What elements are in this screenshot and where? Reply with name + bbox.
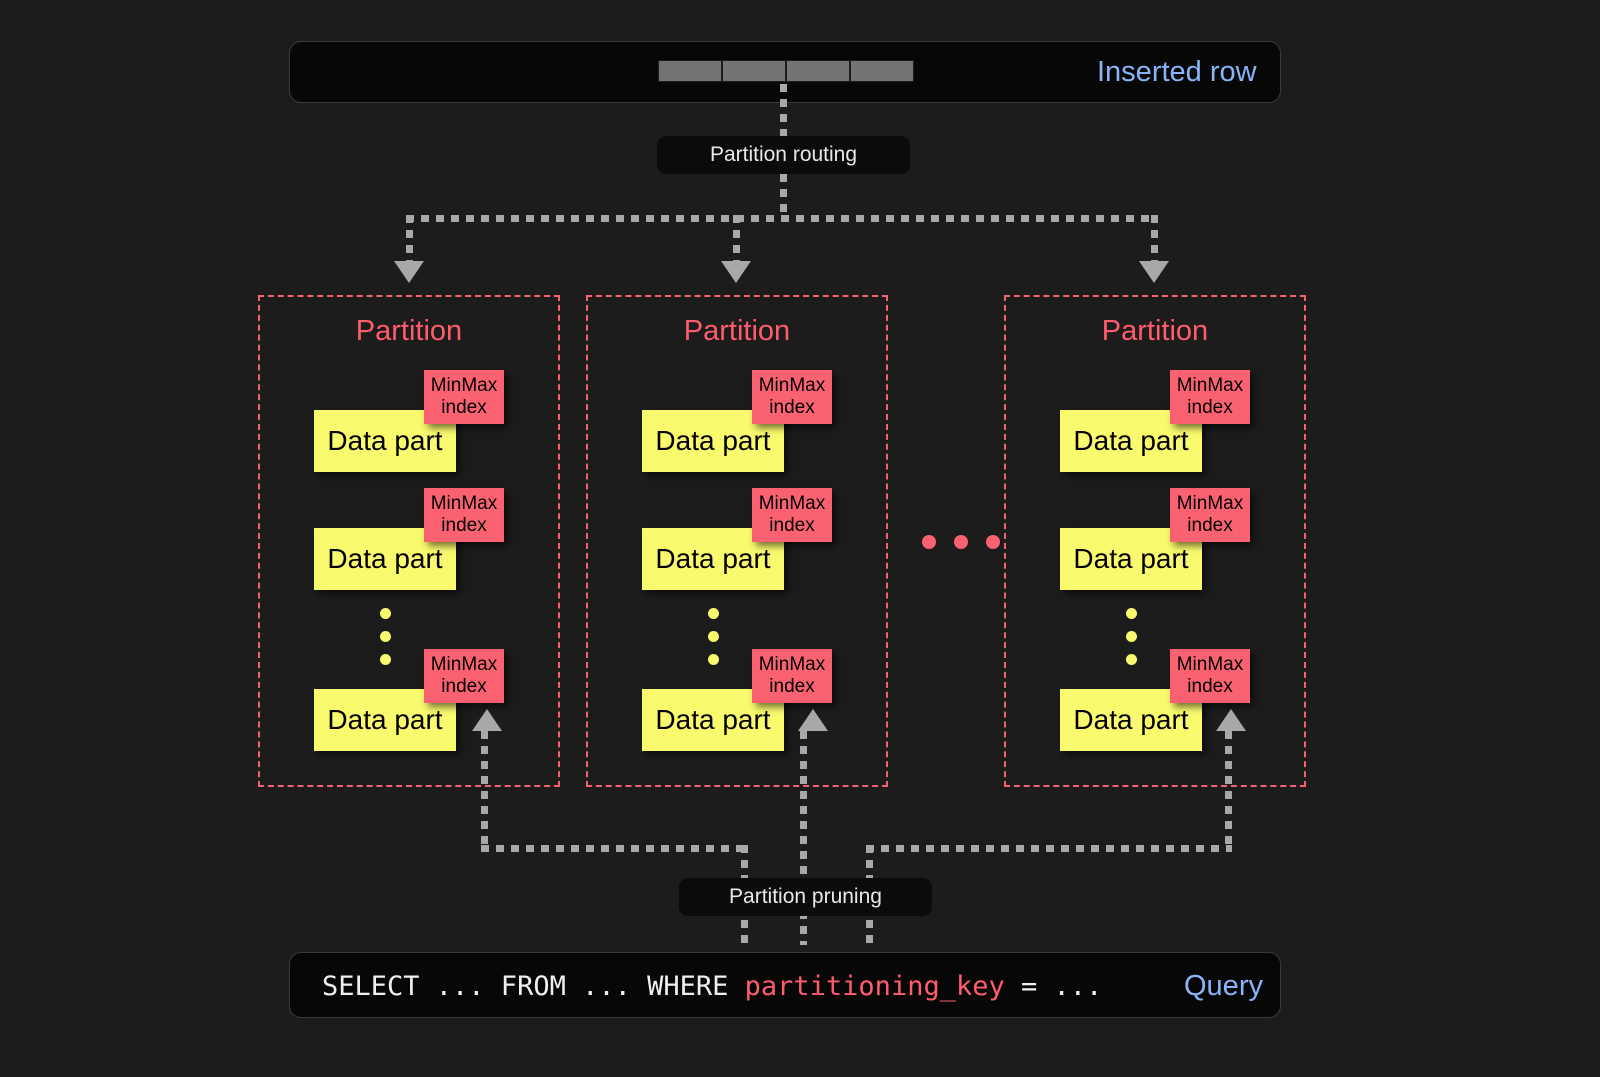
ellipsis-dot	[708, 631, 719, 642]
partition-title: Partition	[355, 315, 463, 347]
arrow-into-data-part-3	[1216, 709, 1246, 731]
connector-bus-to-partition-1	[406, 215, 413, 263]
query-keyword: partitioning_key	[744, 971, 1005, 1002]
ellipsis-dot	[922, 535, 936, 549]
data-part-box: Data part	[1060, 689, 1202, 751]
data-part-box: Data part	[314, 410, 456, 472]
minmax-index-label: MinMax index	[758, 493, 826, 536]
connector-routing-down	[780, 174, 787, 219]
minmax-index-label: MinMax index	[1176, 654, 1244, 697]
partition-title: Partition	[683, 315, 791, 347]
connector-routing-bus	[406, 215, 1158, 222]
ellipsis-dot	[1126, 631, 1137, 642]
connector-bus-to-partition-3	[1151, 215, 1158, 263]
minmax-index-box: MinMax index	[1170, 488, 1250, 542]
minmax-index-box: MinMax index	[424, 488, 504, 542]
ellipsis-dot	[954, 535, 968, 549]
ellipsis-dot	[708, 654, 719, 665]
query-prefix: SELECT ... FROM ... WHERE	[322, 971, 745, 1002]
minmax-index-label: MinMax index	[430, 493, 498, 536]
data-part-ellipsis	[380, 608, 391, 665]
partition-title: Partition	[1101, 315, 1209, 347]
partition-box-2: Partition	[586, 295, 888, 787]
row-cell	[850, 60, 914, 82]
minmax-index-box: MinMax index	[1170, 649, 1250, 703]
row-cell	[658, 60, 722, 82]
partition-box-3: Partition	[1004, 295, 1306, 787]
connector-row-to-routing	[780, 84, 787, 140]
data-part-box: Data part	[1060, 528, 1202, 590]
minmax-index-label: MinMax index	[430, 654, 498, 697]
ellipsis-dot	[380, 631, 391, 642]
arrow-into-data-part-2	[798, 709, 828, 731]
connector-bus-to-partition-2	[733, 215, 740, 263]
ellipsis-dot	[380, 654, 391, 665]
connector-pruning-branch-left	[481, 845, 748, 852]
data-part-ellipsis	[708, 608, 719, 665]
ellipsis-dot	[380, 608, 391, 619]
query-bar	[289, 952, 1281, 1018]
partition-ellipsis	[922, 535, 1000, 549]
query-suffix: = ...	[1004, 971, 1103, 1002]
minmax-index-label: MinMax index	[430, 375, 498, 418]
query-label: Query	[1184, 970, 1263, 1002]
minmax-index-box: MinMax index	[1170, 370, 1250, 424]
partition-box-1: Partition	[258, 295, 560, 787]
minmax-index-box: MinMax index	[424, 370, 504, 424]
data-part-ellipsis	[1126, 608, 1137, 665]
row-cell	[786, 60, 850, 82]
connector-pruning-branch-right	[866, 845, 1232, 852]
connector-pruning-to-partition-2	[800, 731, 807, 945]
minmax-index-label: MinMax index	[758, 375, 826, 418]
arrow-into-data-part-1	[472, 709, 502, 731]
minmax-index-box: MinMax index	[424, 649, 504, 703]
ellipsis-dot	[1126, 608, 1137, 619]
ellipsis-dot	[1126, 654, 1137, 665]
row-cell	[722, 60, 786, 82]
minmax-index-label: MinMax index	[758, 654, 826, 697]
minmax-index-box: MinMax index	[752, 370, 832, 424]
ellipsis-dot	[986, 535, 1000, 549]
minmax-index-label: MinMax index	[1176, 375, 1244, 418]
minmax-index-label: MinMax index	[1176, 493, 1244, 536]
query-text: SELECT ... FROM ... WHERE partitioning_k…	[322, 971, 1102, 1002]
arrow-into-partition-3	[1139, 261, 1169, 283]
arrow-into-partition-2	[721, 261, 751, 283]
minmax-index-box: MinMax index	[752, 488, 832, 542]
arrow-into-partition-1	[394, 261, 424, 283]
inserted-row-label: Inserted row	[1097, 56, 1257, 88]
ellipsis-dot	[708, 608, 719, 619]
connector-pruning-to-partition-3	[1225, 731, 1232, 849]
minmax-index-box: MinMax index	[752, 649, 832, 703]
inserted-row-cells	[658, 60, 914, 82]
partition-routing-box[interactable]: Partition routing	[657, 136, 910, 174]
connector-pruning-to-partition-1	[481, 731, 488, 849]
partition-pruning-box[interactable]: Partition pruning	[679, 878, 932, 916]
